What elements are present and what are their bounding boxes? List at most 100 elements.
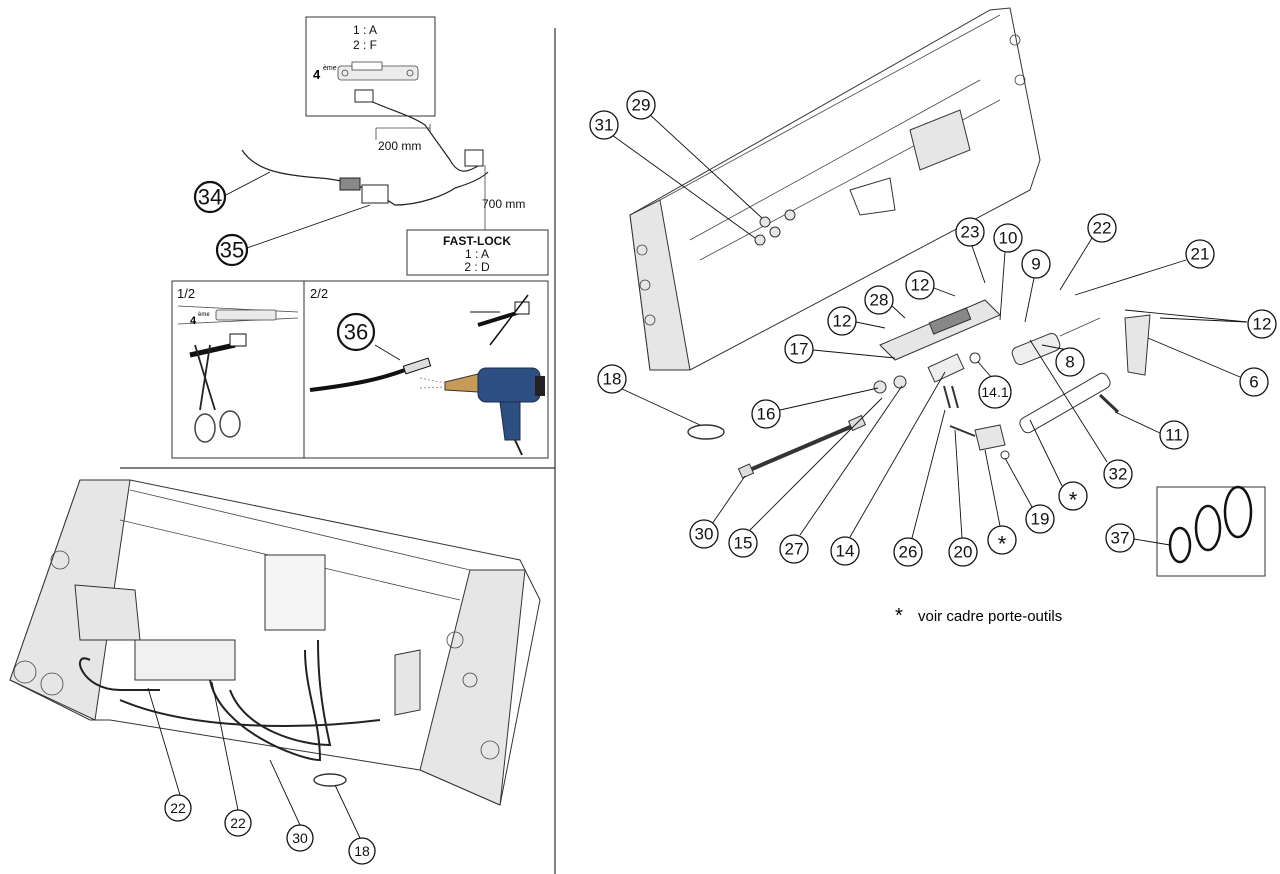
step-1-illustration: 4 ème	[177, 305, 299, 443]
callout-32-label: 32	[1109, 465, 1128, 484]
callout-30-bottom-label: 30	[292, 830, 308, 846]
callout-31-label: 31	[595, 116, 614, 135]
connector-top	[354, 89, 374, 103]
callout-23-label: 23	[961, 223, 980, 242]
footnote-symbol: *	[895, 605, 903, 627]
callout-35-label: 35	[220, 238, 244, 263]
fastlock-box: FAST-LOCK 1 : A 2 : D	[406, 229, 549, 276]
callout-14-label: 14	[836, 542, 855, 561]
callout-star-1-label: *	[1069, 488, 1078, 513]
callout-31	[589, 110, 619, 140]
callout-22-right	[1087, 213, 1117, 243]
scissors-icon	[194, 344, 241, 443]
callout-15-label: 15	[734, 534, 753, 553]
callout-12-right	[1247, 309, 1277, 339]
callout-18-bottom	[348, 837, 376, 865]
callout-36	[336, 312, 376, 352]
callout-18-right-label: 18	[603, 370, 622, 389]
callout-29	[626, 90, 656, 120]
wiring-harness: 200 mm 700 mm	[241, 89, 525, 230]
fastlock-title: FAST-LOCK	[443, 234, 511, 248]
step-2-label: 2/2	[310, 286, 328, 301]
callout-16-label: 16	[757, 405, 776, 424]
callout-21	[1185, 239, 1215, 269]
callout-23	[955, 217, 985, 247]
callout-22-bottom-b	[224, 809, 252, 837]
callout-9-label: 9	[1031, 255, 1040, 274]
callout-21-label: 21	[1191, 245, 1210, 264]
callout-20	[948, 537, 978, 567]
callout-12-mid	[827, 306, 857, 336]
fastlock-line-1: 1 : A	[465, 247, 489, 261]
callout-28-label: 28	[870, 291, 889, 310]
callout-17	[784, 334, 814, 364]
callout-30-right-label: 30	[695, 525, 714, 544]
callout-20-label: 20	[954, 543, 973, 562]
mapping-line-2: 2 : F	[353, 38, 377, 52]
callout-35	[215, 233, 249, 267]
callout-27	[779, 534, 809, 564]
callout-30-bottom	[286, 824, 314, 852]
callout-10-label: 10	[999, 229, 1018, 248]
callout-34-label: 34	[198, 185, 222, 210]
step-2-panel	[303, 280, 549, 459]
loader-frame-assembled	[9, 479, 541, 806]
callout-26	[893, 537, 923, 567]
no-cut-icon	[470, 294, 530, 346]
footnote-text: voir cadre porte-outils	[918, 608, 1062, 625]
callout-11-label: 11	[1165, 426, 1183, 445]
callout-14-1	[978, 375, 1012, 409]
callout-34	[193, 180, 227, 214]
callout-29-label: 29	[632, 96, 651, 115]
inline-connector	[339, 177, 361, 191]
callout-37	[1105, 523, 1135, 553]
cylinder-icon	[337, 61, 419, 81]
fastlock-line-2: 2 : D	[464, 260, 490, 274]
callout-8	[1055, 347, 1085, 377]
callout-37-label: 37	[1111, 529, 1130, 548]
callout-22-bottom-a	[164, 794, 192, 822]
ordinal-number: 4	[313, 67, 321, 82]
heat-gun-icon	[419, 367, 545, 456]
callout-22-bottom-b-label: 22	[230, 815, 246, 831]
mapping-line-1: 1 : A	[353, 23, 377, 37]
callout-30-right	[689, 519, 719, 549]
callout-19	[1025, 504, 1055, 534]
step-1-label: 1/2	[177, 286, 195, 301]
relay-module	[361, 184, 389, 204]
callout-10	[993, 223, 1023, 253]
fastlock-connector	[464, 149, 484, 167]
callout-18-bottom-label: 18	[354, 843, 370, 859]
callout-28	[864, 285, 894, 315]
step-2-illustration: 36	[309, 294, 545, 456]
callout-22-bottom-a-label: 22	[170, 800, 186, 816]
callout-star-2	[987, 525, 1017, 555]
o-ring-box	[1156, 486, 1266, 577]
callout-17-label: 17	[790, 340, 809, 359]
dimension-200mm: 200 mm	[378, 139, 421, 153]
ordinal-suffix: ème	[323, 65, 337, 72]
dimension-700mm: 700 mm	[482, 197, 525, 211]
callout-12-top-label: 12	[911, 276, 930, 295]
callout-9	[1021, 249, 1051, 279]
callout-26-label: 26	[899, 543, 918, 562]
step-1-ordinal-sup: ème	[198, 312, 210, 318]
callout-27-label: 27	[785, 540, 804, 559]
callout-32	[1103, 459, 1133, 489]
callout-16	[751, 399, 781, 429]
callout-star-2-label: *	[998, 532, 1007, 557]
callout-12-top	[905, 270, 935, 300]
callout-18-right	[597, 364, 627, 394]
callout-star-1	[1058, 481, 1088, 511]
callout-19-label: 19	[1031, 510, 1050, 529]
callout-14	[830, 536, 860, 566]
callout-12-mid-label: 12	[833, 312, 852, 331]
callout-6	[1239, 367, 1269, 397]
callout-36-label: 36	[344, 320, 368, 345]
callout-6-label: 6	[1249, 373, 1258, 392]
callout-14-1-label: 14.1	[981, 384, 1008, 400]
callout-15	[728, 528, 758, 558]
step-1-ordinal: 4	[190, 315, 197, 327]
mapping-box: 1 : A 2 : F 4 ème	[305, 16, 436, 117]
